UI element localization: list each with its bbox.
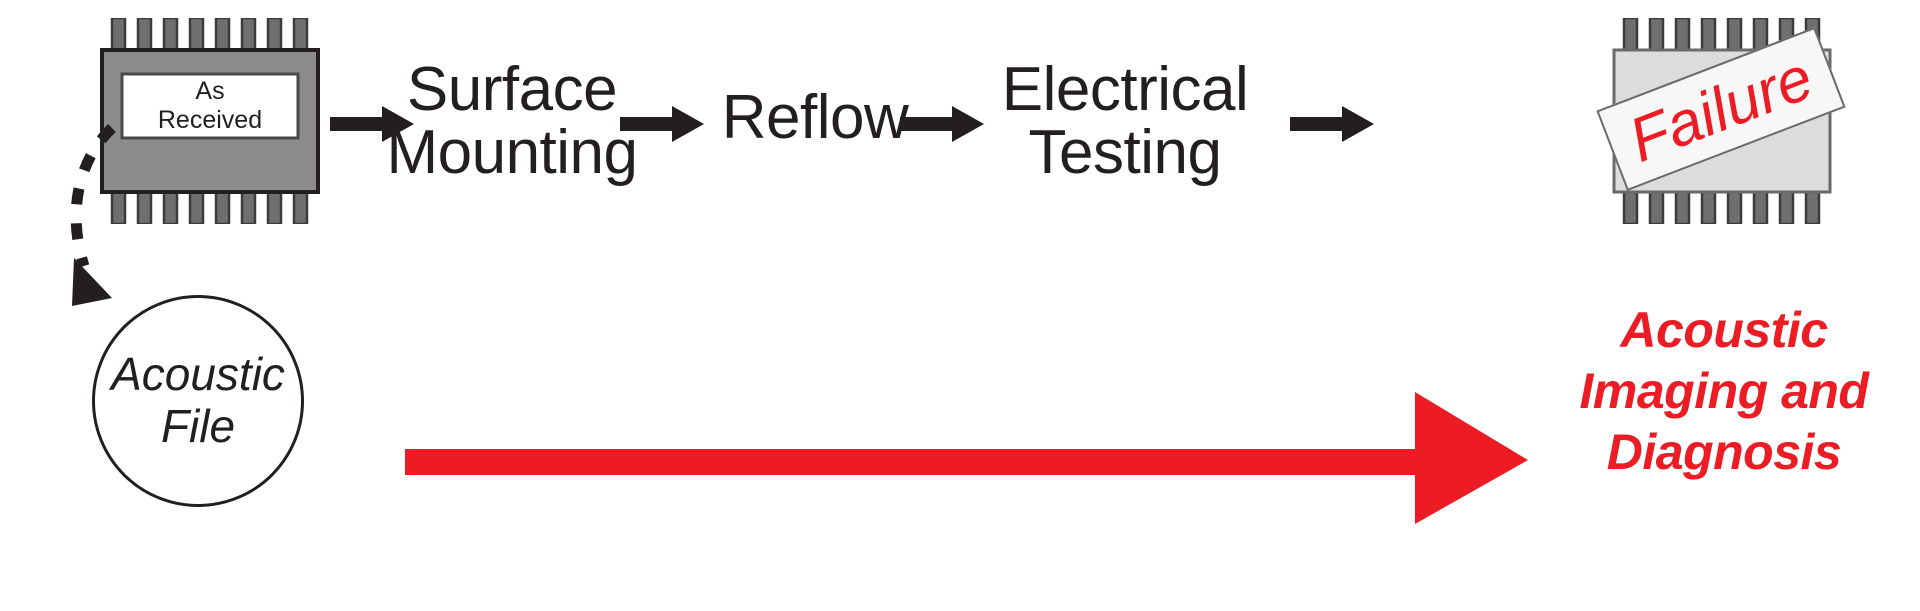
chip-as-received-label: As Received <box>100 74 320 138</box>
acoustic-file-node: Acoustic File <box>92 295 304 507</box>
outcome-line-3: Diagnosis <box>1606 424 1842 480</box>
acoustic-file-label-line-2: File <box>160 400 236 452</box>
red-process-arrow <box>405 392 1530 528</box>
arrow-right-icon <box>620 106 704 142</box>
dashed-curved-arrow-icon <box>70 124 116 306</box>
arrow-right-icon <box>330 106 414 142</box>
arrow-right-icon <box>1290 106 1374 142</box>
flow-step-surface-mounting: Surface Mounting <box>386 55 638 188</box>
chip-as-received-graphic <box>100 16 320 226</box>
flow-arrow-2 <box>620 100 706 148</box>
chip-as-received: As Received <box>100 16 320 226</box>
outcome-line-2: Imaging and <box>1579 363 1869 419</box>
outcome-label: Acoustic Imaging and Diagnosis <box>1528 300 1920 483</box>
arrow-right-icon <box>900 106 984 142</box>
chip-failure: Failure <box>1596 16 1846 226</box>
chip-label-line-1: As <box>195 77 225 105</box>
red-arrow-right-icon <box>405 392 1528 524</box>
acoustic-file-label-line-1: Acoustic <box>111 348 285 401</box>
flow-step-reflow: Reflow <box>721 83 909 152</box>
dashed-feedback-arrow <box>40 120 250 330</box>
flow-arrow-1 <box>330 100 416 148</box>
flow-arrow-4 <box>1290 100 1376 148</box>
outcome-line-1: Acoustic <box>1620 302 1828 358</box>
flow-arrow-3 <box>900 100 986 148</box>
chip-pins-top <box>110 16 309 54</box>
chip-label-line-2: Received <box>157 106 263 134</box>
flow-step-electrical-testing: Electrical Testing <box>1001 55 1249 188</box>
chip-pins-bottom <box>1622 188 1821 226</box>
